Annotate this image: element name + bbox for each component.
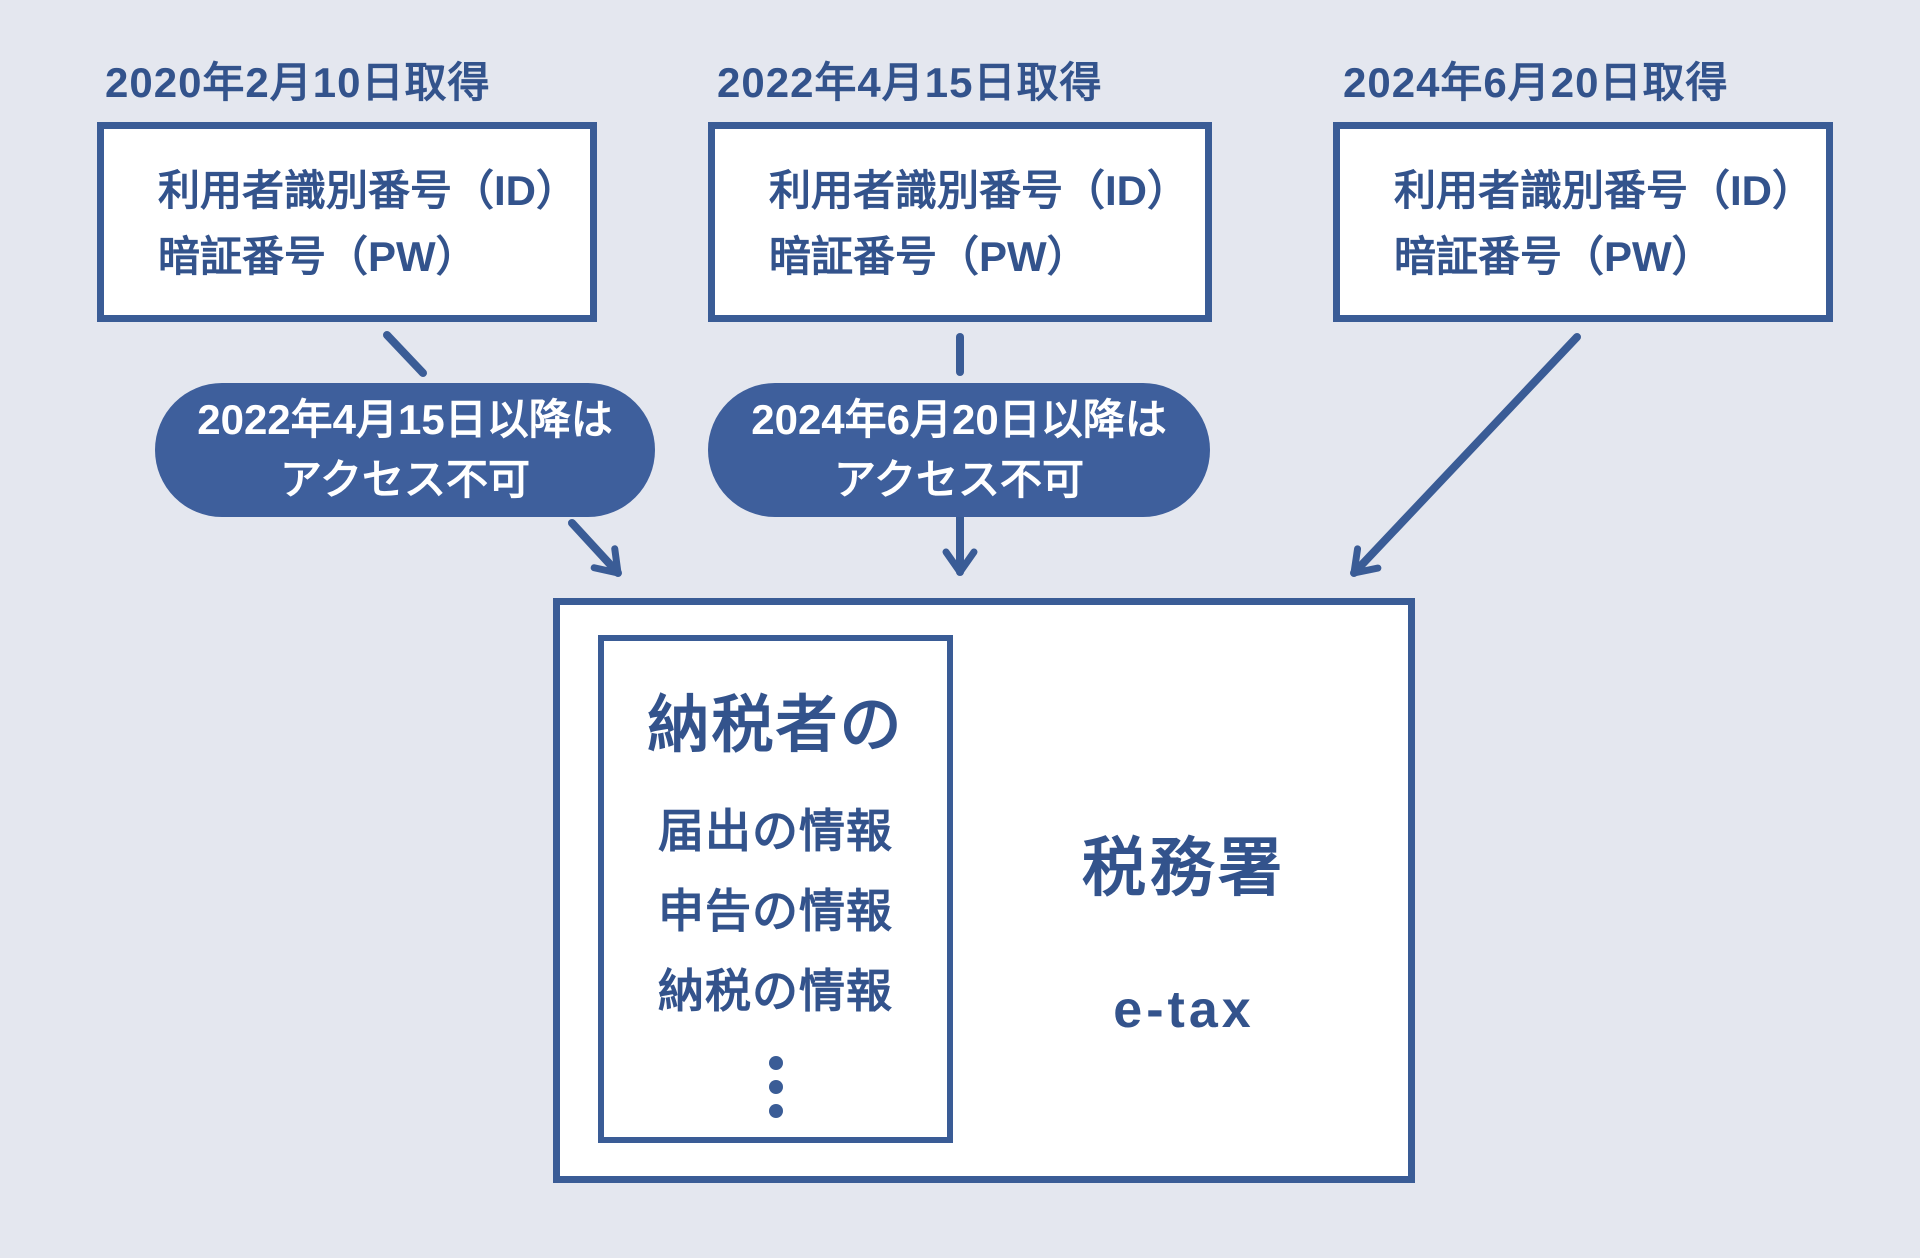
arrow-note1-to-etax [568,519,622,577]
arrow-box3-to-etax [1350,333,1581,577]
credential-pw-line: 暗証番号（PW） [158,233,478,280]
credential-pw-line: 暗証番号（PW） [769,233,1089,280]
credential-box-1: 利用者識別番号（ID） 暗証番号（PW） [97,122,597,322]
access-denied-note-2: 2024年6月20日以降は アクセス不可 [708,383,1210,517]
etax-box: 納税者の 届出の情報 申告の情報 納税の情報 税務署 e-tax [553,598,1415,1183]
etax-system-label: e-tax [1113,981,1255,1039]
credential-id-line: 利用者識別番号（ID） [1394,167,1815,214]
acquisition-date-label-3: 2024年6月20日取得 [1343,59,1729,106]
tax-office-label: 税務署 [1082,832,1286,904]
connector-box1-to-note1 [383,331,427,377]
taxpayer-info-item: 申告の情報 [658,885,893,937]
tax-office-area: 税務署 e-tax [960,605,1408,1176]
credential-box-2: 利用者識別番号（ID） 暗証番号（PW） [708,122,1212,322]
acquisition-date-label-1: 2020年2月10日取得 [105,59,491,106]
access-denied-note-line2: アクセス不可 [834,456,1084,503]
taxpayer-info-box: 納税者の 届出の情報 申告の情報 納税の情報 [598,635,953,1143]
access-denied-note-1: 2022年4月15日以降は アクセス不可 [155,383,655,517]
taxpayer-info-item: 届出の情報 [658,805,893,857]
taxpayer-title: 納税者の [647,691,904,760]
credential-pw-line: 暗証番号（PW） [1394,233,1714,280]
access-denied-note-line2: アクセス不可 [280,456,530,503]
taxpayer-info-list: 届出の情報 申告の情報 納税の情報 [604,791,947,1031]
credential-id-line: 利用者識別番号（ID） [769,167,1190,214]
access-denied-note-line1: 2024年6月20日以降は [751,396,1167,443]
vertical-ellipsis-icon [604,1056,947,1128]
access-denied-note-line1: 2022年4月15日以降は [197,396,613,443]
taxpayer-info-item: 納税の情報 [658,965,893,1017]
credential-box-3: 利用者識別番号（ID） 暗証番号（PW） [1333,122,1833,322]
acquisition-date-label-2: 2022年4月15日取得 [717,59,1103,106]
credential-id-line: 利用者識別番号（ID） [158,167,579,214]
